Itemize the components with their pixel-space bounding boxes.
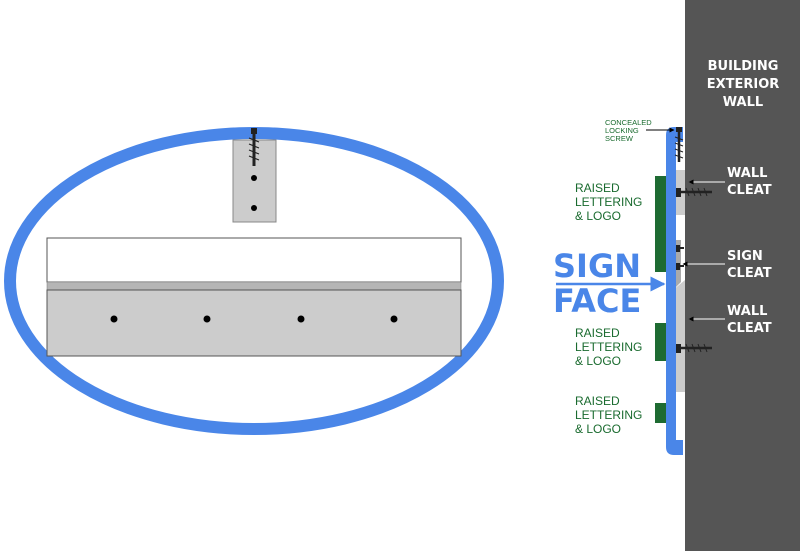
concealed-screw-icon: [674, 127, 684, 162]
wall-cleat-hole-2: [203, 315, 211, 323]
sign-cleat-label-line1: SIGN: [727, 249, 763, 264]
sign-face-label-line2: FACE: [553, 282, 641, 320]
upper-wall-cleat-label-line1: WALL: [727, 166, 767, 181]
building-wall-label-line2: EXTERIOR: [707, 77, 780, 92]
side-section-view: BUILDING EXTERIOR WALL: [553, 0, 800, 551]
wall-cleat-bevel: [46, 281, 462, 291]
concealed-screw-label-line2: LOCKING: [605, 126, 639, 135]
top-cleat-hole-1: [251, 175, 257, 181]
wall-cleat-hole-4: [390, 315, 398, 323]
raised-lettering-3-line2: LETTERING: [575, 408, 642, 422]
sign-cleat-label-line2: CLEAT: [727, 266, 772, 281]
wall-cleat-body: [46, 289, 462, 357]
upper-wall-cleat-label-line2: CLEAT: [727, 183, 772, 198]
raised-lettering-1-line1: RAISED: [575, 181, 620, 195]
wall-cleat-top-strip: [46, 237, 462, 283]
upper-wall-screw-icon: [676, 187, 712, 197]
raised-lettering-1-line2: LETTERING: [575, 195, 642, 209]
raised-lettering-strip-3: [655, 403, 666, 423]
concealed-screw-label-line1: CONCEALED: [605, 118, 652, 127]
raised-lettering-2-line2: LETTERING: [575, 340, 642, 354]
top-locking-screw-icon: [248, 128, 260, 166]
raised-lettering-1-line3: & LOGO: [575, 209, 621, 223]
raised-lettering-3-line1: RAISED: [575, 394, 620, 408]
lower-wall-cleat-label-line2: CLEAT: [727, 321, 772, 336]
lower-wall-cleat-label-line1: WALL: [727, 304, 767, 319]
raised-lettering-strip-1: [655, 176, 666, 272]
sign-face-label-line1: SIGN: [553, 247, 641, 285]
sign-panel-section: [666, 127, 683, 455]
wall-cleat-hole-3: [297, 315, 305, 323]
raised-lettering-strip-2: [655, 323, 666, 361]
raised-lettering-2-line3: & LOGO: [575, 354, 621, 368]
building-wall: [685, 0, 800, 551]
wall-cleat-hole-1: [110, 315, 118, 323]
top-cleat-hole-2: [251, 205, 257, 211]
oval-sign-front-view: [4, 127, 504, 435]
building-wall-label-line3: WALL: [723, 95, 763, 110]
concealed-screw-label-line3: SCREW: [605, 134, 634, 143]
lower-wall-screw-icon: [676, 343, 712, 353]
raised-lettering-3-line3: & LOGO: [575, 422, 621, 436]
raised-lettering-2-line1: RAISED: [575, 326, 620, 340]
building-wall-label-line1: BUILDING: [708, 59, 779, 74]
